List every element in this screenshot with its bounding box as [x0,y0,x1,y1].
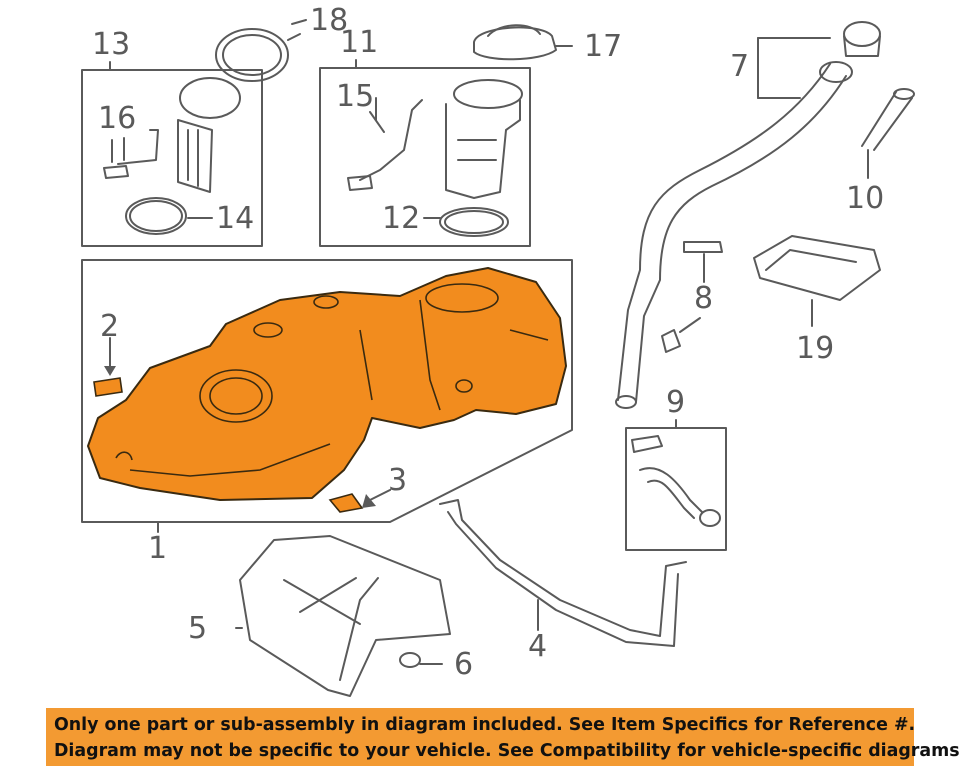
callout-15: 15 [336,79,375,114]
callout-9: 9 [666,385,686,420]
o-ring-14 [125,197,213,235]
cover-17 [473,24,573,61]
strap-4 [439,499,687,647]
pump-module-11 [347,79,523,199]
callout-18: 18 [310,3,349,38]
callout-2: 2 [100,309,120,344]
group-box-9 [625,427,727,551]
callout-17: 17 [584,29,623,64]
group-box-13 [81,69,263,247]
callout-3: 3 [388,463,408,498]
fuel-cap [843,21,881,57]
o-ring-12 [423,207,509,237]
part-3-pad [328,493,364,513]
callout-19: 19 [796,331,835,366]
bracket-19 [753,235,881,327]
arrow-2 [104,366,116,376]
fuel-tank-1 [87,267,567,513]
disclaimer-banner: Only one part or sub-assembly in diagram… [46,708,960,766]
callout-11: 11 [340,25,379,60]
callout-16: 16 [98,101,137,136]
filler-neck-7 [615,37,853,409]
disclaimer-line-2: Diagram may not be specific to your vehi… [54,741,960,761]
hose-9 [631,435,721,527]
part-2-pad [93,377,123,397]
callout-14: 14 [216,201,255,236]
group-box-1 [81,259,573,523]
callout-1: 1 [148,531,168,566]
disclaimer-line-1: Only one part or sub-assembly in diagram… [54,715,916,735]
clamp-8 [661,241,723,353]
arrow-3 [362,494,376,508]
callout-7: 7 [730,49,750,84]
heat-shield-5 [235,535,451,697]
pump-module-13 [103,77,241,193]
group-box-11 [319,67,531,247]
callout-6: 6 [454,647,474,682]
callout-10: 10 [846,181,885,216]
callout-8: 8 [694,281,714,316]
lock-ring-18 [215,28,301,82]
callout-13: 13 [92,27,131,62]
tube-10 [861,88,915,179]
callout-12: 12 [382,201,421,236]
callout-5: 5 [188,611,208,646]
nut-6 [399,652,443,668]
callout-4: 4 [528,629,548,664]
